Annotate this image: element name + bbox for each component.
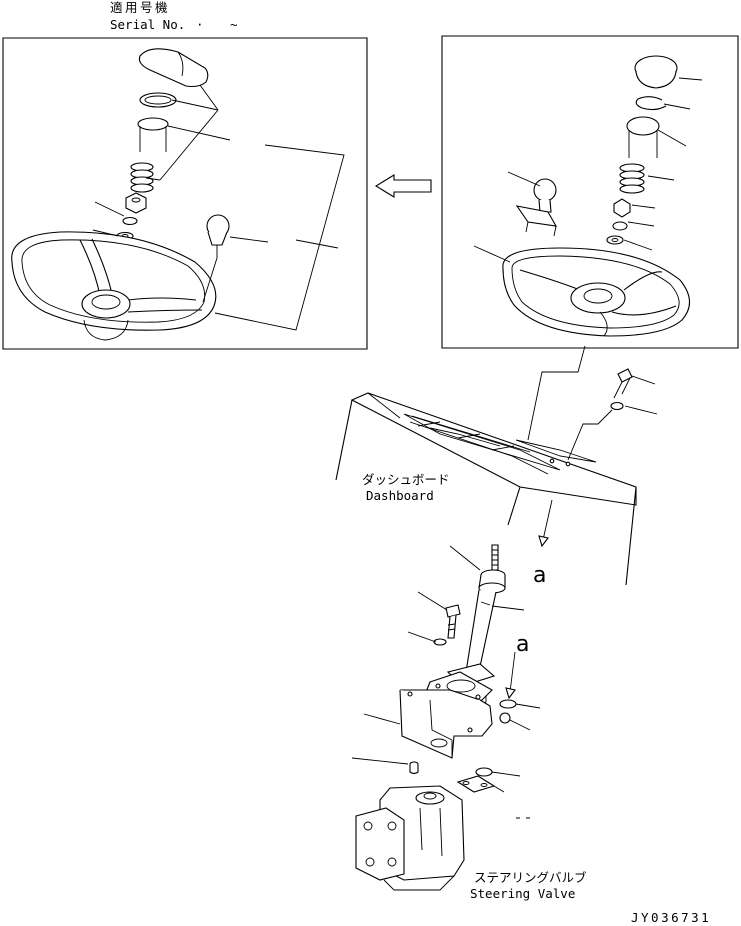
washer-part <box>500 700 516 708</box>
contact-plate-part <box>138 118 168 152</box>
wheel-to-column-line <box>528 346 585 440</box>
dashboard-part <box>336 393 636 585</box>
right-detail-panel <box>442 36 738 348</box>
gasket-ring-part <box>140 93 176 107</box>
drawing-number: JY036731 <box>631 910 711 925</box>
column-bolt-part <box>446 605 460 638</box>
horn-cap-part <box>635 56 677 88</box>
horn-cap-part <box>139 49 207 87</box>
marker-a-label-lower: a <box>516 632 529 657</box>
left-detail-panel <box>3 38 367 349</box>
serial-number-label: Serial No. <box>110 17 185 32</box>
lock-washer-part <box>613 222 627 230</box>
spinner-knob-part <box>517 179 556 236</box>
spring-part <box>620 164 644 193</box>
marker-a-arrowhead <box>539 536 548 546</box>
nut-part <box>614 199 630 217</box>
lock-washer-part <box>123 218 137 225</box>
column-washer-part <box>434 639 446 645</box>
applicable-serial-jp: 適用号機 <box>110 0 170 15</box>
snap-ring-part <box>636 97 666 110</box>
steering-valve-label-en: Steering Valve <box>470 886 575 901</box>
nut-part <box>126 193 146 213</box>
lock-washer-part <box>476 768 492 776</box>
washer-part <box>607 236 623 244</box>
left-panel-frame <box>3 38 367 349</box>
marker-a-arrowhead-lower <box>506 688 515 698</box>
steering-column-part <box>426 545 505 710</box>
dashboard-bolt-part <box>614 369 655 398</box>
serial-number-range: ~ <box>230 17 238 32</box>
column-bracket-part <box>400 690 492 758</box>
dashboard-label-jp: ダッシュボード <box>362 472 450 487</box>
steering-valve-label-jp: ステアリングバルブ <box>474 870 587 885</box>
spring-part <box>131 163 153 192</box>
marker-a-arrow <box>543 500 552 540</box>
spacer-part <box>500 713 510 723</box>
marker-a-label: a <box>533 563 546 588</box>
plug-part <box>410 762 418 774</box>
steering-wheel-part <box>12 232 216 340</box>
plate-part <box>458 776 494 792</box>
contact-plate-part <box>627 117 659 158</box>
marker-a-arrow-lower <box>510 652 515 692</box>
dashboard-label-en: Dashboard <box>366 488 434 503</box>
steering-valve-part <box>356 786 464 890</box>
dashboard-washer-part <box>611 403 657 415</box>
serial-number-dot: · <box>196 17 204 32</box>
spinner-knob-part <box>207 215 229 258</box>
left-arrow-icon <box>376 175 431 197</box>
steering-wheel-part <box>503 248 690 336</box>
right-panel-frame <box>442 36 738 348</box>
